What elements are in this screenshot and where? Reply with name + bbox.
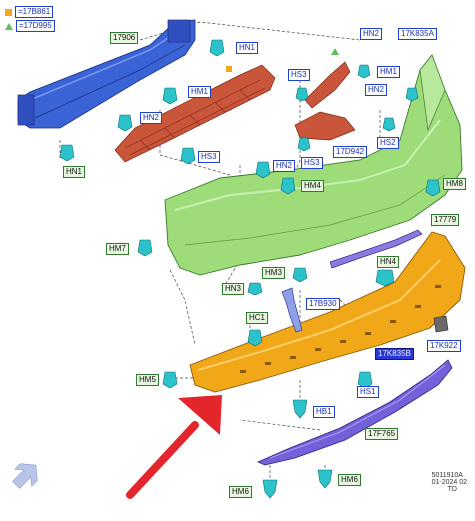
part-label-hm3[interactable]: HM3 (262, 267, 285, 279)
green-triangle-icon (5, 22, 13, 30)
part-label-hs3[interactable]: HS3 (288, 69, 310, 81)
part-label-hm8[interactable]: HM8 (443, 178, 466, 190)
part-label-17906[interactable]: 17906 (110, 32, 139, 44)
part-label-hn1[interactable]: HN1 (236, 42, 259, 54)
highlight-arrow (126, 395, 222, 499)
footer-line3: TD (447, 486, 457, 493)
part-label-hn2[interactable]: HN2 (360, 28, 383, 40)
part-label-hn1[interactable]: HN1 (63, 166, 86, 178)
part-label-hm5[interactable]: HM5 (136, 374, 159, 386)
part-label-hn2[interactable]: HN2 (140, 112, 163, 124)
part-label-hs1[interactable]: HS1 (357, 386, 379, 398)
part-label-17k922[interactable]: 17K922 (427, 340, 461, 352)
part-label-hs3[interactable]: HS3 (198, 151, 220, 163)
legend-label: =17B861 (15, 6, 54, 18)
part-label-hs3[interactable]: HS3 (301, 157, 323, 169)
part-label-hm2[interactable]: HN2 (273, 160, 296, 172)
bumper-cover-upper (164, 54, 463, 276)
green-triangle-marker (331, 48, 339, 55)
part-label-hb1[interactable]: HB1 (313, 406, 335, 418)
part-label-hm1[interactable]: HM1 (377, 66, 400, 78)
footer-code: 5011910A 01-2024 02 TD (432, 472, 467, 493)
bumper-cover-lower (189, 231, 466, 393)
footer-line1: 5011910A (431, 472, 463, 479)
part-label-hn2[interactable]: HN2 (365, 84, 388, 96)
orange-square-icon (5, 8, 12, 16)
legend-item-triangle: =17D995 (5, 20, 55, 32)
part-label-hm1[interactable]: HM1 (188, 86, 211, 98)
part-label-hm6[interactable]: HM6 (229, 486, 252, 498)
part-label-17k835b-selected[interactable]: 17K835B (375, 348, 414, 360)
part-label-hn3[interactable]: HN3 (222, 283, 245, 295)
part-label-hc1[interactable]: HC1 (246, 312, 269, 324)
clips (59, 39, 441, 499)
part-label-hs2[interactable]: HS2 (377, 137, 399, 149)
part-label-17f765[interactable]: 17F765 (365, 428, 399, 440)
energy-absorber (114, 61, 356, 163)
part-label-hm4[interactable]: HM4 (301, 180, 324, 192)
legend-item-square: =17B861 (5, 6, 54, 18)
part-label-hn4[interactable]: HN4 (377, 256, 400, 268)
orange-marker (226, 66, 232, 72)
bracket-17b930 (281, 287, 303, 333)
crash-beam (17, 19, 196, 129)
part-label-17k835a[interactable]: 17K835A (398, 28, 437, 40)
footer-line2: 01-2024 02 (431, 479, 467, 486)
nav-arrow-icon[interactable] (8, 457, 45, 494)
part-label-17779[interactable]: 17779 (431, 214, 460, 226)
bumper-skirt (256, 359, 453, 466)
reflector-strip (329, 229, 423, 269)
part-label-17d942[interactable]: 17D942 (333, 146, 368, 158)
sensor-17k922 (433, 315, 449, 333)
legend-label: =17D995 (16, 20, 55, 32)
part-label-17b930[interactable]: 17B930 (306, 298, 340, 310)
part-label-hm6[interactable]: HM6 (338, 474, 361, 486)
part-label-hm7[interactable]: HM7 (106, 243, 129, 255)
